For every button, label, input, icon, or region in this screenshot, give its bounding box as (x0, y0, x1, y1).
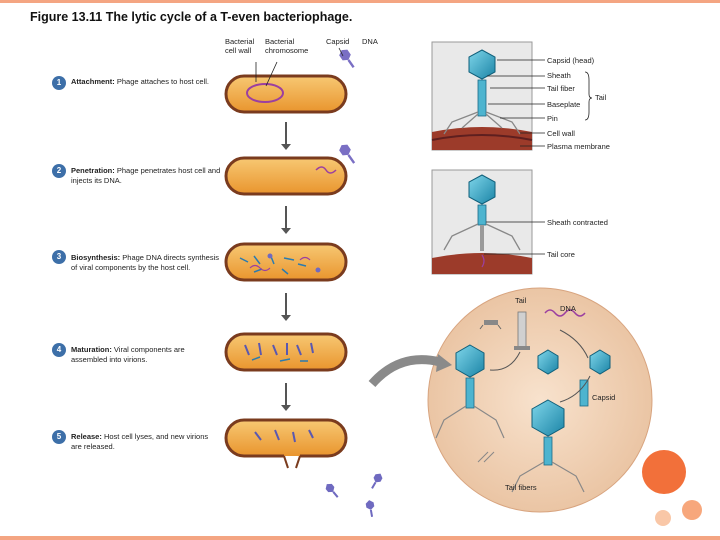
cell-step-1 (224, 49, 355, 114)
cell-step-3 (224, 242, 348, 282)
label-bacterial-cell-wall: Bacterial cell wall (225, 37, 255, 55)
label-tail: Tail (515, 296, 527, 305)
label-tail-bracket: Tail (595, 93, 607, 102)
detail-box-attachment (431, 41, 533, 151)
step-2-text: Penetration: Phage penetrates host cell … (71, 166, 221, 185)
assembly-zoom-circle (368, 287, 653, 513)
label-tail-fibers: Tail fibers (505, 483, 537, 492)
label-capsid-assembly: Capsid (592, 393, 616, 402)
flow-arrows (281, 122, 291, 411)
step-4-badge: 4 (52, 343, 66, 357)
label-plasma-membrane: Plasma membrane (547, 142, 610, 151)
step-5-text: Release: Host cell lyses, and new virion… (71, 432, 209, 451)
leader-lines (255, 47, 545, 255)
step-5-badge: 5 (52, 430, 66, 444)
step-3-badge: 3 (52, 250, 66, 264)
cell-step-2 (224, 144, 356, 196)
label-cell-wall: Cell wall (547, 129, 575, 138)
label-tail-fiber: Tail fiber (547, 84, 575, 93)
step-2-badge: 2 (52, 164, 66, 178)
label-sheath-contracted: Sheath contracted (547, 218, 608, 227)
step-1-badge: 1 (52, 76, 66, 90)
label-capsid-head: Capsid (head) (547, 56, 595, 65)
figure-title: Figure 13.11 The lytic cycle of a T-even… (30, 10, 353, 24)
label-baseplate: Baseplate (547, 100, 581, 109)
cell-step-5 (224, 418, 383, 517)
label-tail-core: Tail core (547, 250, 575, 259)
label-dna-top: DNA (362, 37, 378, 46)
decorative-circle-medium (682, 500, 702, 520)
step-4-text: Maturation: Viral components are assembl… (71, 345, 185, 364)
top-border (0, 0, 720, 3)
label-capsid-top: Capsid (326, 37, 350, 46)
decorative-circle-large (642, 450, 686, 494)
label-dna-assembly: DNA (560, 304, 576, 313)
step-3-text: Biosynthesis: Phage DNA directs synthesi… (71, 253, 219, 272)
cell-step-4 (224, 332, 348, 372)
step-1-text: Attachment: Phage attaches to host cell. (71, 77, 209, 86)
decorative-circle-small (655, 510, 671, 526)
label-bacterial-chromosome: Bacterial chromosome (265, 37, 309, 55)
tail-bracket (584, 71, 593, 121)
label-pin: Pin (547, 114, 558, 123)
bottom-border (0, 536, 720, 540)
label-sheath: Sheath (547, 71, 571, 80)
